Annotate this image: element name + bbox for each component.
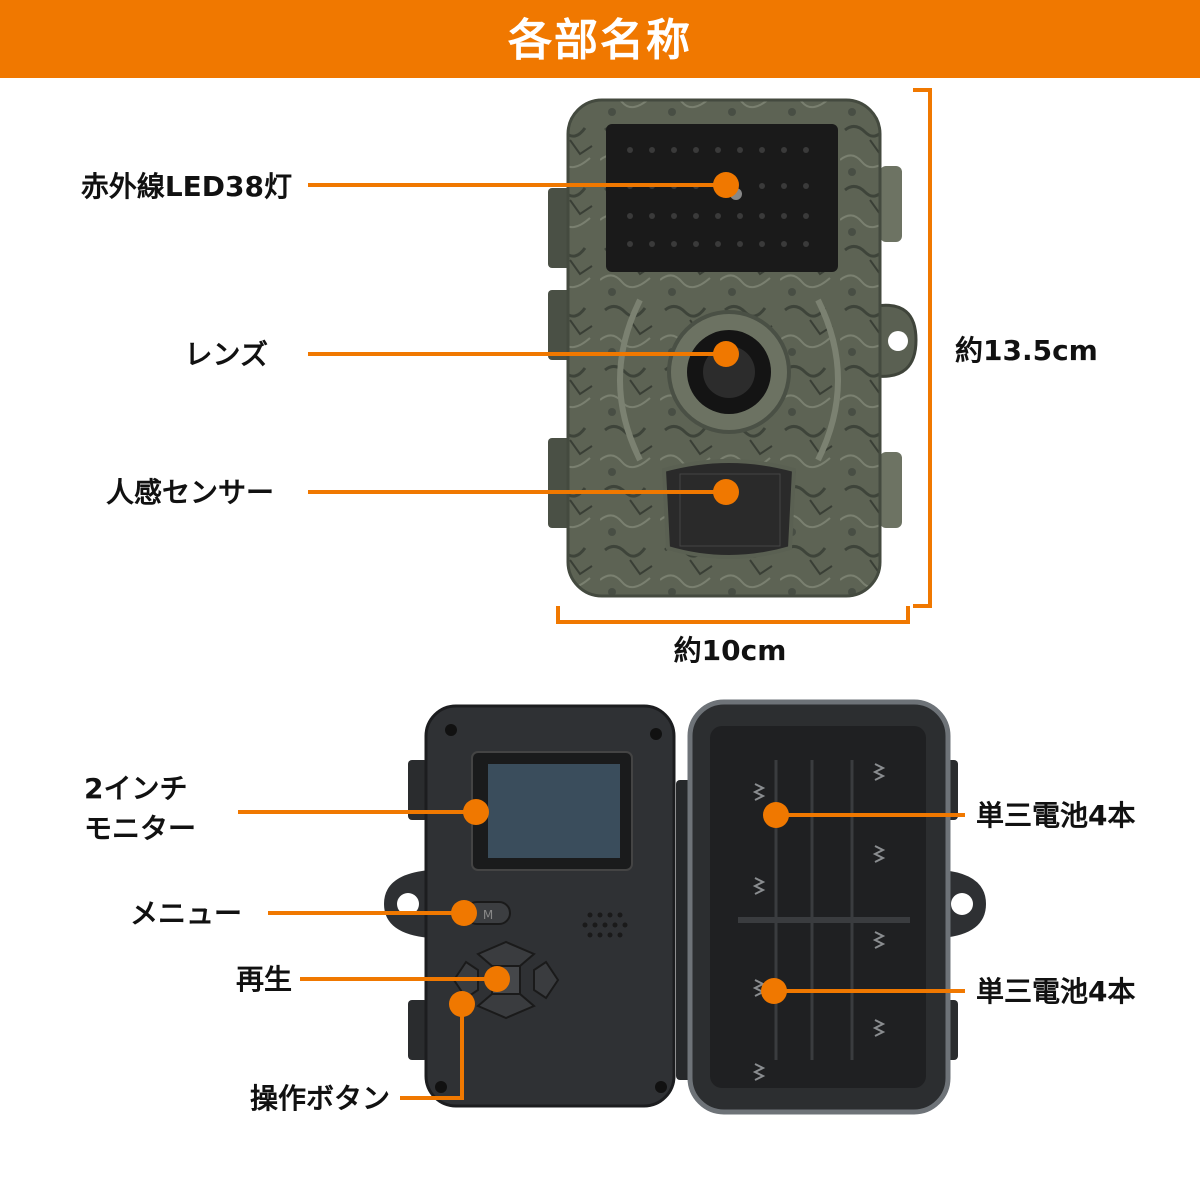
callout-dot-menu (451, 900, 477, 926)
label-monitor-line1: 2インチ (84, 772, 188, 805)
label-monitor-line2: モニター (84, 812, 197, 845)
speaker-grille (582, 912, 628, 938)
pir-sensor-window (661, 459, 797, 559)
callout-dot-pir (713, 479, 739, 505)
battery-compartment (710, 726, 926, 1088)
label-menu: メニュー (129, 897, 242, 930)
dpad-down[interactable] (476, 993, 536, 1020)
hinge-bottom (880, 452, 902, 528)
label-height: 約13.5cm (955, 334, 1098, 367)
battery-springs (752, 763, 886, 1081)
callout-dot-ir-led (713, 172, 739, 198)
dpad-right[interactable] (533, 960, 560, 1000)
label-buttons: 操作ボタン (249, 1082, 390, 1115)
left-clip-bottom (548, 438, 572, 528)
callout-dot-monitor (463, 799, 489, 825)
label-battery-bottom: 単三電池4本 (976, 975, 1136, 1008)
width-bracket (556, 606, 910, 624)
label-ir-led: 赤外線LED38灯 (80, 170, 292, 203)
callout-dot-lens (713, 341, 739, 367)
label-lens: レンズ (184, 338, 268, 371)
dimension-brackets (556, 88, 932, 624)
front-callouts (308, 172, 739, 505)
page-title: 各部名称 (0, 0, 1200, 78)
callout-dot-playback (484, 966, 510, 992)
monitor-screen (488, 764, 620, 858)
callout-dot-buttons (449, 991, 475, 1017)
left-clip-top (548, 188, 572, 268)
inside-callouts (238, 799, 965, 1017)
label-width: 約10cm (673, 634, 787, 667)
menu-button-letter: M (483, 908, 493, 922)
label-playback: 再生 (235, 963, 292, 996)
callout-dot-battery-top (763, 802, 789, 828)
ir-led-panel (606, 124, 838, 272)
hinge-top (880, 166, 902, 242)
callout-dot-battery-bottom (761, 978, 787, 1004)
label-pir-sensor: 人感センサー (105, 476, 274, 509)
height-bracket (913, 88, 932, 608)
left-clip-mid (548, 290, 572, 360)
dpad-up[interactable] (476, 940, 536, 967)
label-battery-top: 単三電池4本 (976, 799, 1136, 832)
